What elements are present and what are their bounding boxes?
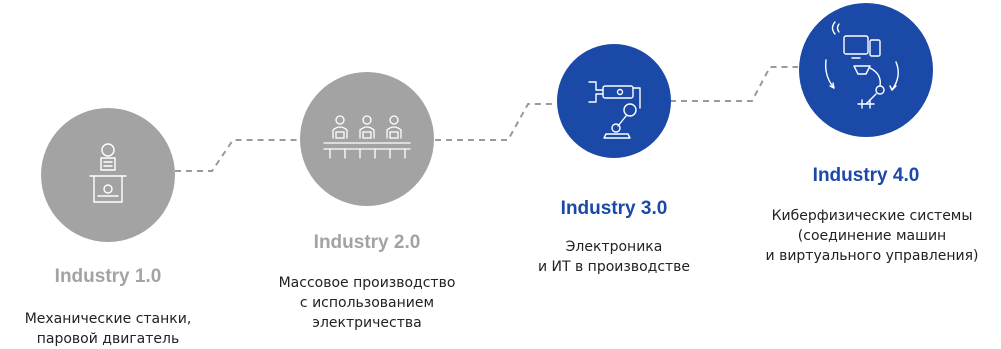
connector-2-3 (435, 103, 556, 141)
stage-1-title: Industry 1.0 (54, 266, 162, 287)
stage-2-description-line: электричества (312, 315, 422, 331)
stage-3-description: Электроника и ИТ в производстве (514, 237, 714, 277)
stage-3-title: Industry 3.0 (560, 198, 668, 219)
steam-machine-operator-icon (89, 143, 127, 203)
stage-4-circle (799, 3, 933, 137)
stage-1-description-line: паровой двигатель (36, 331, 180, 347)
stage-1-description: Механические станки, паровой двигатель (8, 309, 208, 349)
connector-1-2 (175, 139, 300, 172)
stage-3-circle (557, 44, 671, 158)
stage-2-circle (300, 72, 434, 206)
stage-4-description-line: и виртуального управления) (765, 248, 979, 264)
stage-2-description-line: Массовое производство (278, 275, 456, 291)
robotic-arm-icon (588, 81, 641, 139)
stage-2-description: Массовое производство с использованием э… (257, 273, 477, 333)
stage-2-description-line: с использованием (299, 295, 435, 311)
stage-4-description-line: (соединение машин (797, 228, 947, 244)
stage-1-circle (41, 108, 175, 242)
assembly-line-workers-icon (323, 115, 411, 159)
connector-3-4 (670, 66, 798, 102)
stage-4-description-line: Киберфизические системы (771, 208, 973, 224)
stage-3-description-line: Электроника (565, 239, 663, 255)
stage-4-title: Industry 4.0 (812, 165, 920, 186)
stage-1-description-line: Механические станки, (24, 311, 192, 327)
stage-2-title: Industry 2.0 (313, 232, 421, 253)
cyber-physical-devices-robot-icon (824, 21, 899, 109)
stage-3-description-line: и ИТ в производстве (537, 259, 691, 275)
stage-4-description: Киберфизические системы (соединение маши… (746, 206, 998, 266)
